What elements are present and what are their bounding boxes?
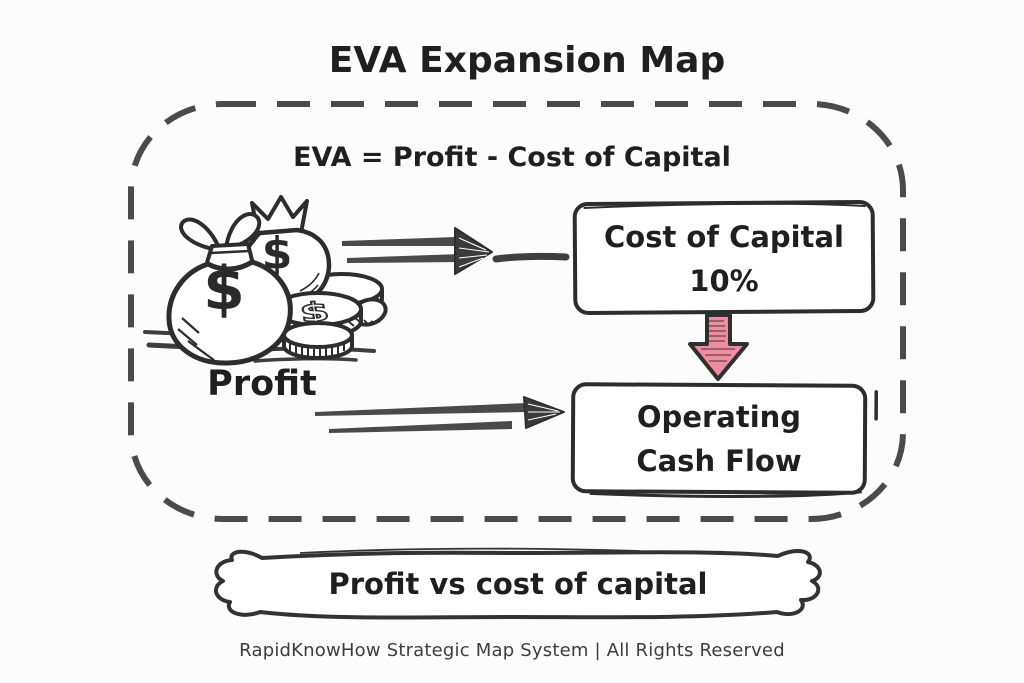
bag-body xyxy=(166,259,293,366)
knot-left-ear xyxy=(179,217,222,252)
dollar-sign: $ xyxy=(203,254,245,324)
operating-cash-flow-label: Operating Cash Flow xyxy=(573,395,865,483)
crown-tie xyxy=(250,195,309,236)
footer-text: RapidKnowHow Strategic Map System | All … xyxy=(239,640,785,661)
ocf-line1: Operating xyxy=(636,400,802,434)
knot-right-ear xyxy=(224,212,262,250)
banner-bubble xyxy=(214,547,822,620)
banner-label: Profit vs cost of capital xyxy=(328,567,708,601)
arrow-down-icon xyxy=(688,313,749,381)
cost-line2: 10% xyxy=(689,264,759,298)
profit-label: Profit xyxy=(207,364,317,404)
arrow-right-icon xyxy=(315,396,565,433)
cost-of-capital-label: Cost of Capital 10% xyxy=(575,215,873,303)
formula-text: EVA = Profit - Cost of Capital xyxy=(293,142,731,173)
money-bag-icon: $ xyxy=(166,212,293,366)
arrow-right-icon xyxy=(342,227,570,275)
cost-line1: Cost of Capital xyxy=(604,220,844,254)
coin-icon xyxy=(282,321,354,360)
ocf-line2: Cash Flow xyxy=(636,444,802,478)
operating-cash-flow-box xyxy=(570,382,878,498)
cost-of-capital-box xyxy=(572,200,876,315)
page-title: EVA Expansion Map xyxy=(328,40,726,81)
dashed-boundary xyxy=(128,101,906,522)
